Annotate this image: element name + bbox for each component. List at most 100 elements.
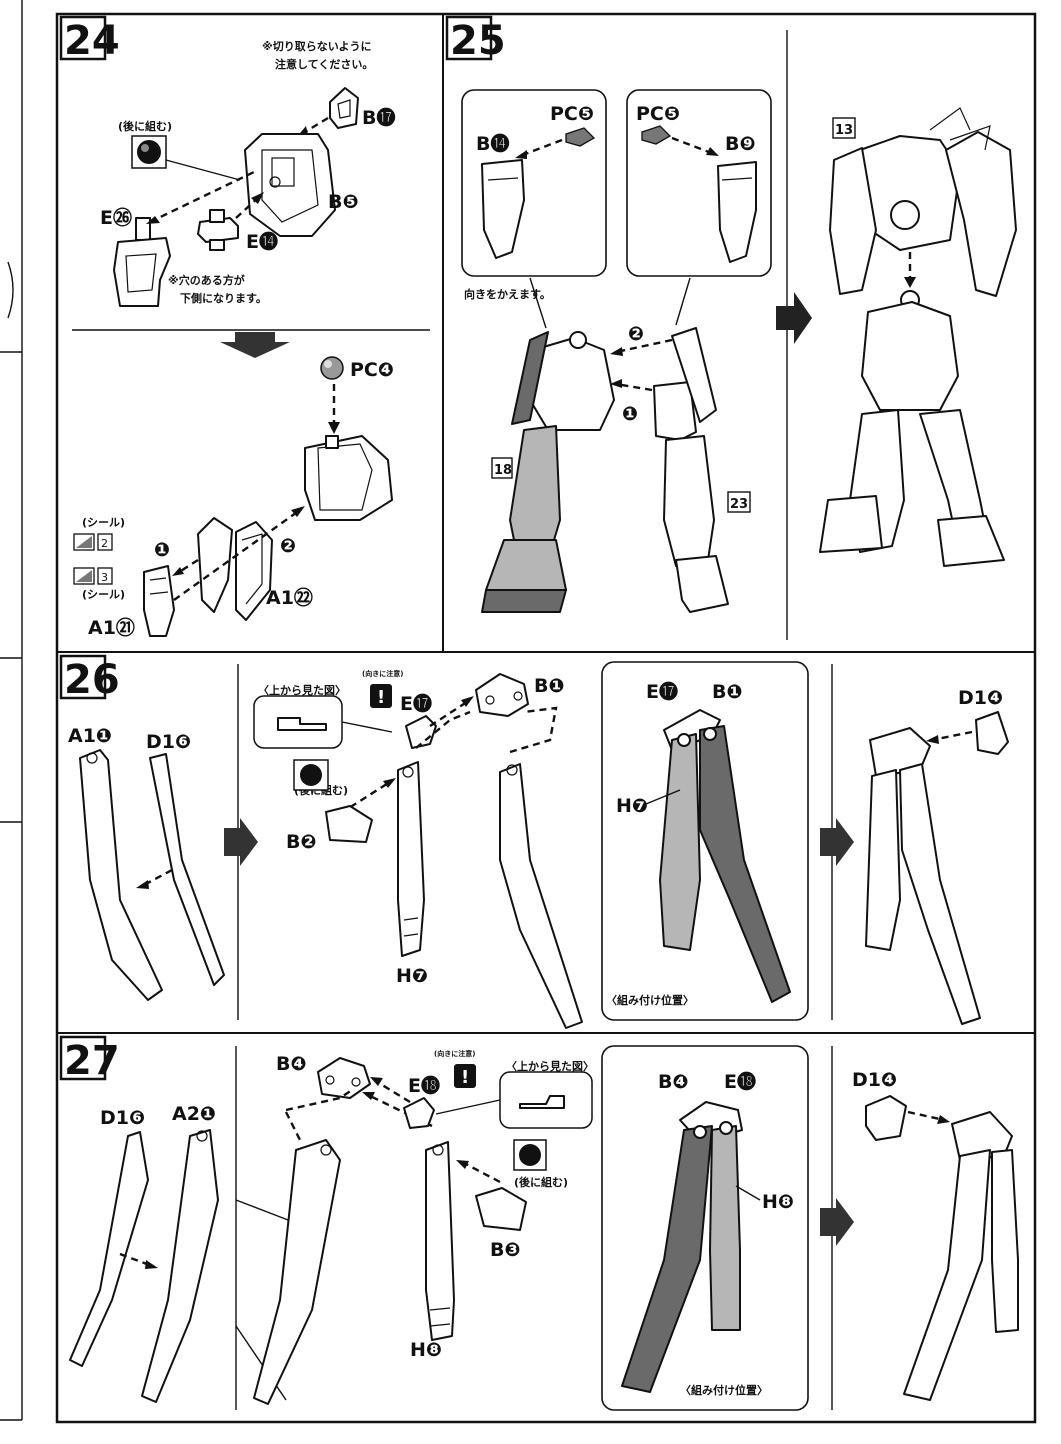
label-e14: E⓮ [246,230,278,253]
topview-label: 〈上から見た図〉 [258,683,346,697]
part-d1-4 [975,711,1009,755]
svg-text:27: 27 [64,1038,120,1084]
label-h7-pos: H❼ [616,795,648,817]
part-a1-21 [143,565,175,637]
label-d1-6: D1❻ [146,731,191,753]
step-26-number: 26 [59,654,120,703]
part-a2-1 [141,1129,219,1403]
flow-arrow-icon [224,818,258,866]
seal-label-bottom: (シール) [82,588,125,601]
panel-grid [55,12,1037,1424]
part-b3 [475,1187,527,1231]
label-a2-1: A2❶ [172,1103,216,1125]
part-a1-22 [235,521,273,621]
later-label: (後に組む) [118,119,172,133]
svg-text:26: 26 [64,657,120,703]
label-e18: E⓲ [408,1075,440,1097]
assembled-shoulder [304,435,393,521]
label-e26: E㉖ [100,206,132,229]
a2-dark [621,1125,713,1393]
part-e17 [405,715,437,749]
part-pc4 [320,356,344,380]
part-h8 [425,1141,455,1341]
label-b1: B❶ [534,675,565,697]
label-b4-pos: B❹ [658,1071,689,1093]
part-d1-4-27 [865,1095,907,1141]
part-e18 [403,1097,435,1129]
leg-23 [663,435,715,567]
order-2: ❷ [280,535,296,557]
label-b2: B❷ [286,831,317,853]
label-pc5-left: PC❺ [550,103,594,125]
no-cut-note-line2: 注意してください。 [275,57,373,71]
label-h8: H❽ [410,1339,442,1361]
flow-arrow-icon [820,818,854,866]
label-pc4: PC❹ [350,359,394,381]
label-b5: B❺ [328,191,359,213]
part-b2 [325,805,373,843]
part-b14 [481,159,525,259]
label-e17-pos: E⓱ [646,680,678,703]
ref-18: 18 [494,463,512,478]
direction-note-27: (向きに注意) [434,1049,475,1058]
topview-label-27: 〈上から見た図〉 [506,1059,594,1073]
label-b9: B❾ [725,133,756,155]
part-b4 [317,1057,371,1099]
label-e17: E⓱ [400,692,432,715]
step-27: D1❻ A2❶ B❹ (向きに注意) ! E⓲ 〈上から見た図〉 H❽ [69,1045,1019,1411]
step-24: ※切り取らないように 注意してください。 B⓱ (後に組む) B❺ E⓮ E㉖ [73,40,395,639]
part-e26 [113,237,171,307]
label-pc5-right: PC❺ [636,103,680,125]
svg-text:!: ! [377,687,385,708]
ref-13: 13 [835,123,853,138]
svg-text:25: 25 [450,18,506,64]
sticker-2: 2 [101,537,108,550]
no-cut-note: ※切り取らないように 注意してください。 [262,40,375,71]
hole-down-line2: 下側になります。 [180,291,267,305]
label-a1-1: A1❶ [68,725,112,747]
svg-text:!: ! [461,1067,469,1088]
label-b17: B⓱ [362,106,395,129]
part-b5 [244,133,336,237]
page-edge [0,0,23,1421]
order-2-step25: ❷ [628,323,644,345]
ref-23: 23 [730,497,748,512]
hole-down-note: ※穴のある方が 下側になります。 [168,273,267,305]
seal-label-top: (シール) [82,516,125,529]
direction-note: (向きに注意) [362,669,403,678]
label-h7: H❼ [396,965,428,987]
svg-text:24: 24 [64,18,120,64]
part-d1-6 [149,753,225,986]
order-1: ❶ [154,539,170,561]
h8-grey [709,1125,741,1331]
label-d1-4: D1❹ [958,687,1003,709]
step-25: PC❺ B⓮ PC❺ B❾ 向きをかえます。 18 23 [461,89,1017,613]
part-b1 [475,673,529,717]
step-24-number: 24 [59,15,120,64]
later-label-27: (後に組む) [514,1175,568,1189]
part-a1-1 [79,749,163,1001]
caution-icon [454,1064,476,1088]
part-a1-1-assembled [499,763,583,1029]
flow-arrow-icon [776,292,812,344]
position-label: 〈組み付け位置〉 [606,993,694,1007]
topview-box-27 [499,1071,593,1129]
a1-dark [699,725,791,1003]
lower-body [861,301,959,411]
position-label-27: 〈組み付け位置〉 [680,1383,768,1397]
hole-down-line1: ※穴のある方が [168,273,245,287]
part-d1-6-27 [69,1131,149,1367]
label-b1-pos: B❶ [712,681,743,703]
label-b14: B⓮ [476,132,509,155]
label-a1-22: A1㉒ [266,586,313,609]
label-e18-pos: E⓲ [724,1071,756,1093]
flip-note: 向きをかえます。 [464,287,551,301]
flow-arrow-icon [820,1198,854,1246]
label-b3: B❸ [490,1239,521,1261]
part-e14 [197,217,239,243]
step-26: A1❶ D1❻ (向きに注意) ! E⓱ 〈上から見た図〉 (後に組む) B❶ … [68,661,1009,1029]
label-a1-21: A1㉑ [88,616,135,639]
part-b9 [717,161,757,263]
